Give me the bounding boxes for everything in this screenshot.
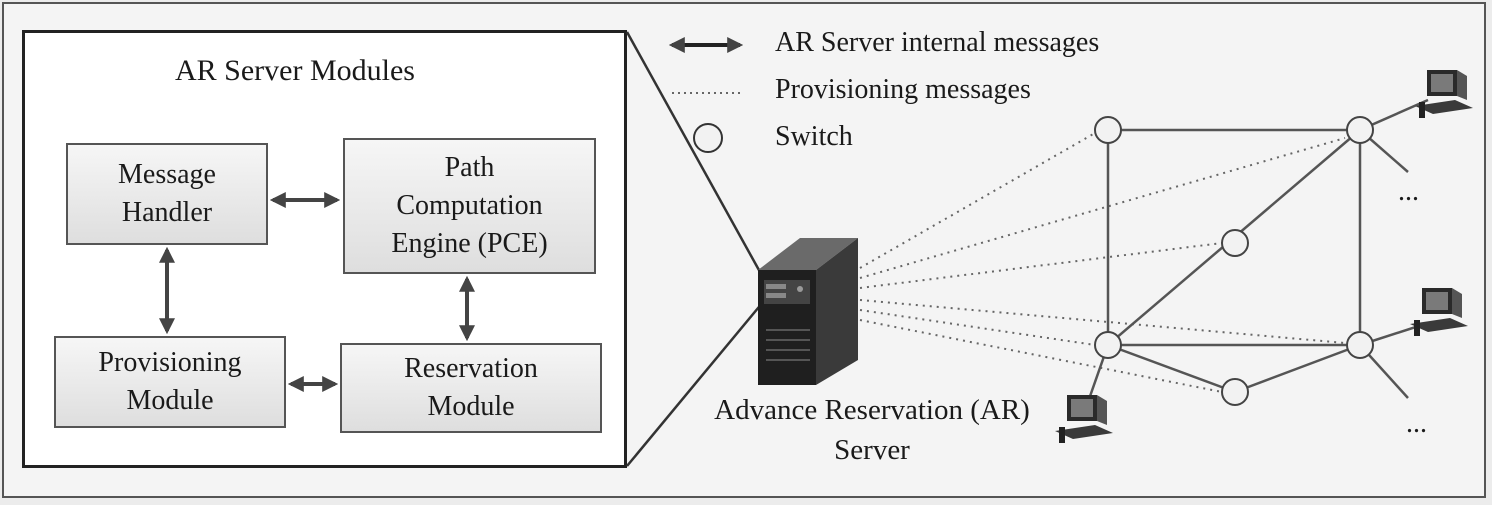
switch-node bbox=[1094, 116, 1122, 144]
switch-node bbox=[1094, 331, 1122, 359]
computer-icon bbox=[1415, 70, 1473, 118]
pce-box: Path Computation Engine (PCE) bbox=[343, 138, 596, 274]
switch-node bbox=[1346, 331, 1374, 359]
zoom-line-bottom bbox=[626, 295, 769, 467]
panel-title: AR Server Modules bbox=[175, 54, 415, 87]
provisioning-lines bbox=[859, 132, 1346, 393]
provisioning-module-label: Provisioning Module bbox=[98, 347, 242, 416]
pce-label: Path Computation Engine (PCE) bbox=[391, 152, 548, 259]
switch-node bbox=[1221, 378, 1249, 406]
server-label: Advance Reservation (AR) Server bbox=[714, 394, 1030, 466]
legend-switch-icon bbox=[693, 123, 723, 153]
switch-node bbox=[1221, 229, 1249, 257]
legend-switch-label: Switch bbox=[775, 121, 853, 152]
message-handler-label: Message Handler bbox=[118, 159, 216, 228]
legend-provisioning-label: Provisioning messages bbox=[775, 74, 1031, 105]
reservation-module-label: Reservation Module bbox=[404, 353, 538, 422]
computer-icon bbox=[1055, 395, 1113, 443]
provisioning-module-box: Provisioning Module bbox=[54, 336, 286, 428]
switch-node bbox=[1346, 116, 1374, 144]
legend-internal-label: AR Server internal messages bbox=[775, 27, 1100, 58]
computer-icon bbox=[1410, 288, 1468, 336]
message-handler-box: Message Handler bbox=[66, 143, 268, 245]
server-tower-icon bbox=[758, 238, 858, 385]
network-links bbox=[1086, 98, 1429, 403]
ellipsis-top: ... bbox=[1398, 176, 1419, 207]
zoom-line-top bbox=[625, 31, 772, 291]
ellipsis-bottom: ... bbox=[1406, 408, 1427, 439]
reservation-module-box: Reservation Module bbox=[340, 343, 602, 433]
